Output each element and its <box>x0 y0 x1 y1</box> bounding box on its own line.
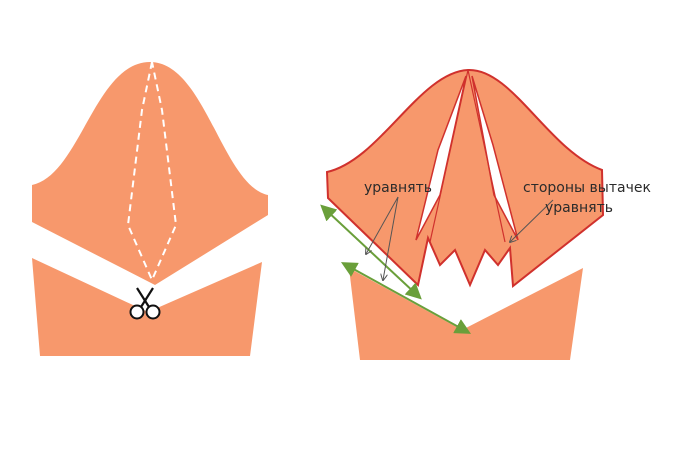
right-cap-piece <box>325 68 605 288</box>
scissors-icon <box>129 287 161 320</box>
right-panel: уравнять стороны вытачек уравнять <box>320 68 651 360</box>
dart-line-2 <box>467 69 506 243</box>
label-even-up-right: уравнять <box>545 200 613 216</box>
green-arrow-lower <box>340 262 472 334</box>
pointer-even-2 <box>383 196 399 280</box>
pointer-even-1 <box>366 196 399 254</box>
left-panel <box>32 61 268 356</box>
left-cut-guide <box>126 61 178 283</box>
pointer-dart-sides <box>510 199 554 242</box>
dart-line-1 <box>429 69 469 243</box>
right-lower-piece <box>349 268 583 360</box>
left-lower-piece <box>32 258 262 356</box>
left-cap-piece <box>32 62 268 285</box>
label-dart-sides: стороны вытачек <box>523 180 651 196</box>
label-even-up-left: уравнять <box>364 180 432 196</box>
